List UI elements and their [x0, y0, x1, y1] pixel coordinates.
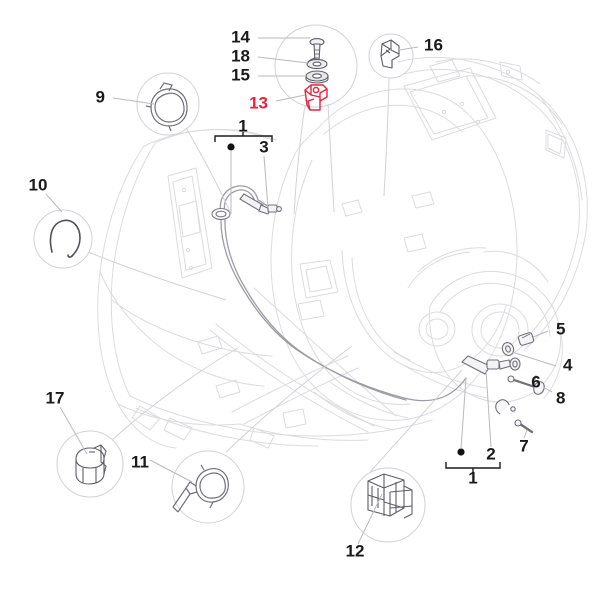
part-14-screw — [309, 38, 325, 62]
leader-13 — [275, 94, 306, 102]
callout-4[interactable]: 4 — [563, 355, 573, 374]
leader-3 — [263, 155, 269, 209]
callout-7[interactable]: 7 — [519, 436, 528, 455]
callout-16[interactable]: 16 — [424, 35, 443, 54]
part-10-hook-clip — [49, 219, 81, 258]
group-dot-top — [227, 143, 235, 151]
part-13-bracket-highlighted — [304, 84, 328, 111]
leader-9 — [112, 97, 155, 105]
leader-6 — [533, 374, 537, 388]
callout-10[interactable]: 10 — [29, 175, 48, 194]
group-bracket-top — [214, 132, 273, 142]
part-11-cable-tie — [172, 464, 229, 513]
callout-13[interactable]: 13 — [249, 93, 268, 112]
vehicle-body-artwork — [97, 57, 588, 449]
detail-circle-16 — [368, 33, 414, 79]
detail-circle-9 — [136, 72, 200, 136]
leader-10 — [45, 193, 63, 213]
leader-4 — [511, 351, 557, 367]
callout-12[interactable]: 12 — [346, 541, 365, 560]
callout-1-top[interactable]: 1 — [238, 116, 247, 135]
part-17-clamp — [75, 444, 107, 485]
callout-2[interactable]: 2 — [486, 444, 495, 463]
part-12-connector-block — [367, 473, 413, 519]
part-18-spring-washer — [306, 57, 328, 70]
callout-11[interactable]: 11 — [131, 452, 149, 471]
leader-1-bottom — [460, 377, 467, 450]
detail-circle-tails — [87, 77, 463, 473]
callout-9[interactable]: 9 — [96, 87, 105, 106]
cable-end-fitting-2 — [461, 355, 521, 375]
cable-assembly-artwork — [219, 185, 467, 402]
part-4-ring — [501, 342, 515, 356]
leader-17 — [59, 406, 88, 455]
group-dot-bottom — [457, 448, 465, 456]
cable-end-fitting-3 — [239, 193, 282, 215]
leader-11 — [149, 459, 193, 483]
leader-5 — [532, 330, 549, 338]
part-9-ring-clamp — [145, 82, 188, 132]
part-7-screw — [514, 419, 534, 434]
hardware-cluster-right — [495, 332, 545, 434]
callout-1-bottom[interactable]: 1 — [468, 468, 477, 487]
callout-14[interactable]: 14 — [231, 27, 250, 46]
detail-circle-10 — [33, 209, 93, 269]
leader-7 — [523, 429, 528, 439]
part-15-washer — [305, 70, 329, 84]
callout-6[interactable]: 6 — [531, 372, 540, 391]
detail-circle-top — [274, 24, 358, 108]
cable-grommet — [211, 207, 231, 221]
detail-circle-12 — [350, 467, 426, 543]
callout-labels: 14 18 15 13 16 9 1 3 10 5 4 6 8 7 2 1 17… — [29, 27, 573, 560]
detail-circles — [33, 24, 426, 543]
leader-8 — [542, 386, 553, 393]
callout-3[interactable]: 3 — [259, 137, 268, 156]
detail-circle-17 — [56, 430, 124, 498]
callout-17[interactable]: 17 — [46, 388, 65, 407]
callout-5[interactable]: 5 — [556, 319, 565, 338]
leader-12 — [357, 493, 383, 545]
callout-15[interactable]: 15 — [231, 65, 250, 84]
callout-18[interactable]: 18 — [231, 46, 250, 65]
detail-circle-11 — [171, 450, 245, 524]
leader-16 — [398, 46, 419, 51]
leader-lines — [45, 37, 557, 545]
group-bracket-bottom — [445, 462, 501, 472]
part-8-clip — [495, 399, 516, 415]
leader-2 — [485, 369, 492, 448]
part-6-pin — [507, 375, 545, 395]
part-5-sleeve — [517, 332, 535, 346]
callout-8[interactable]: 8 — [556, 388, 565, 407]
part-16-clip — [380, 39, 400, 69]
leader-18 — [257, 56, 309, 64]
